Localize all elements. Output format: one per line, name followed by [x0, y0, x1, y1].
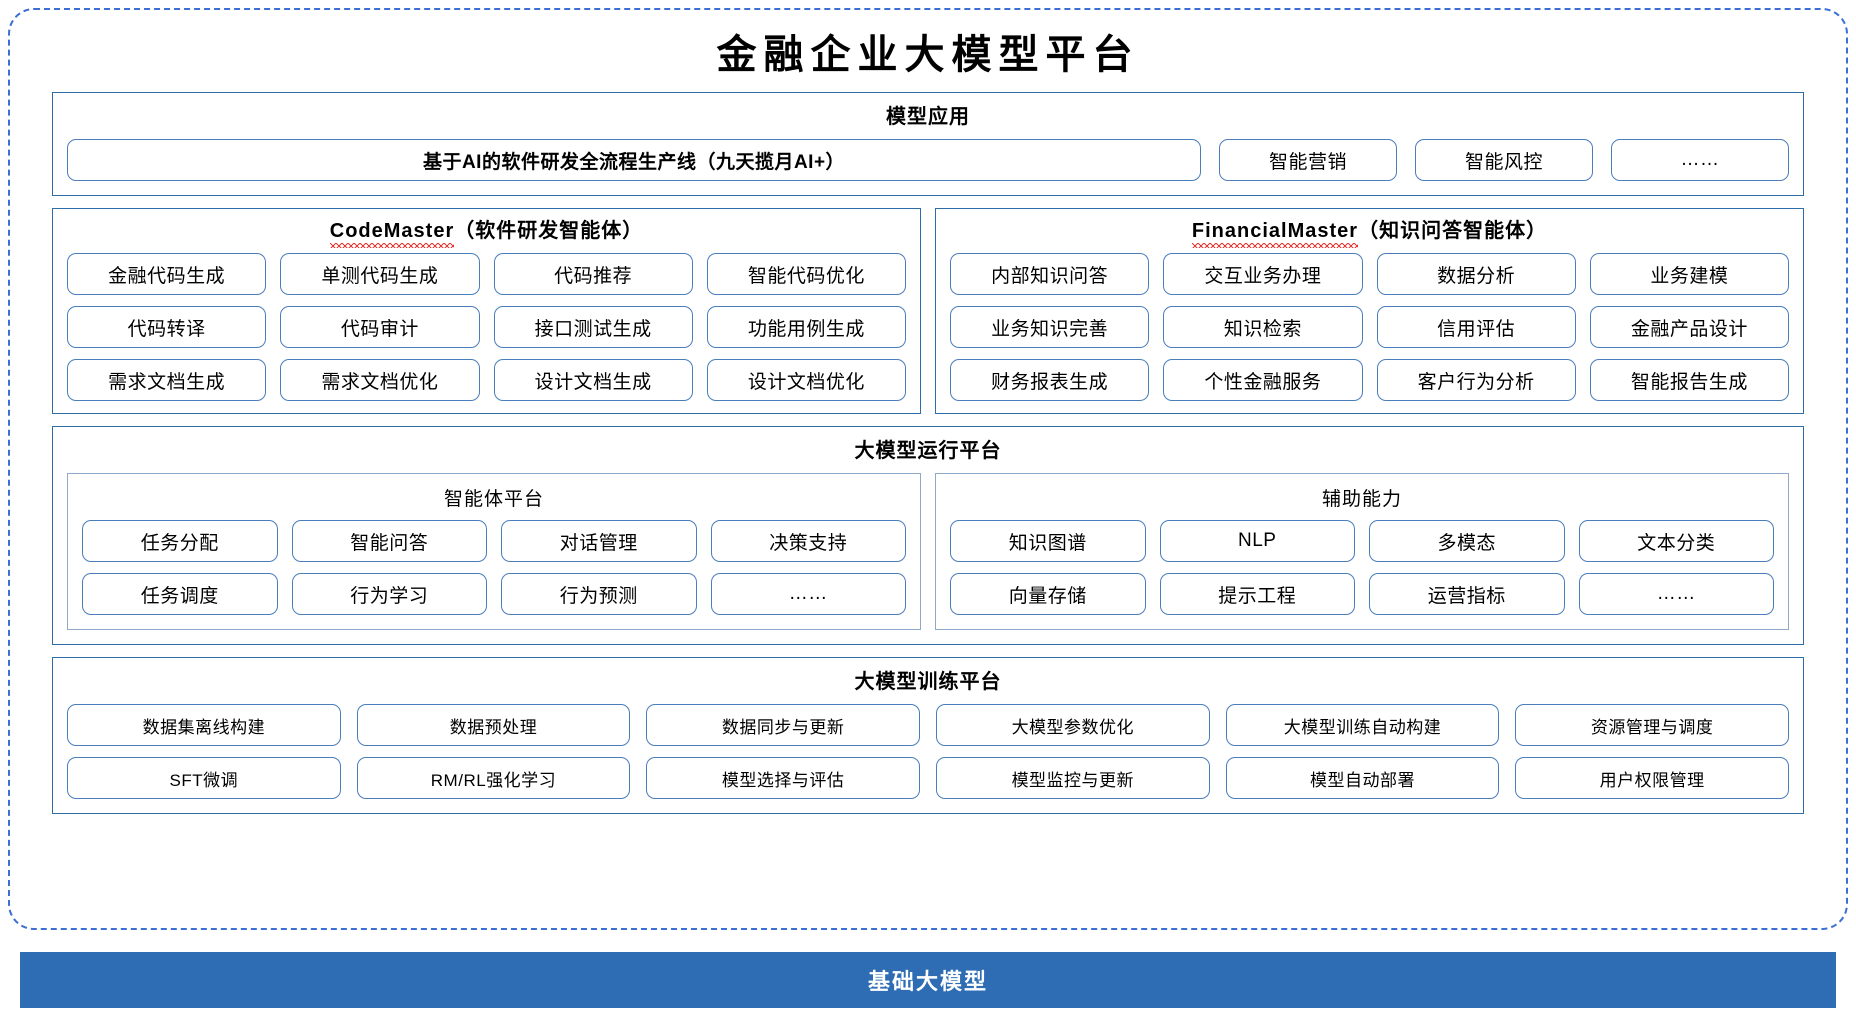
base-model-bar: 基础大模型: [20, 952, 1836, 1008]
panel-financialmaster: FinancialMaster（知识问答智能体） 内部知识问答 交互业务办理 数…: [935, 208, 1804, 414]
panel-codemaster: CodeMaster（软件研发智能体） 金融代码生成 单测代码生成 代码推荐 智…: [52, 208, 921, 414]
financialmaster-tile-1[interactable]: 交互业务办理: [1163, 253, 1363, 295]
subpanel-title-auxiliary-capability: 辅助能力: [1321, 489, 1402, 510]
training-tile-4[interactable]: 大模型训练自动构建: [1225, 704, 1500, 746]
codemaster-tile-4[interactable]: 代码转译: [67, 306, 267, 348]
financialmaster-tile-5[interactable]: 知识检索: [1163, 306, 1363, 348]
training-tile-6[interactable]: SFT微调: [67, 757, 341, 799]
financialmaster-tile-11[interactable]: 智能报告生成: [1589, 359, 1789, 401]
page-title: 金融企业大模型平台: [716, 32, 1140, 77]
subpanel-title-agent-platform: 智能体平台: [443, 489, 544, 510]
app-tile-2[interactable]: ……: [1611, 139, 1789, 181]
panel-title-runtime-platform: 大模型运行平台: [854, 440, 1002, 462]
agent-platform-tile-4[interactable]: 任务调度: [82, 573, 278, 615]
codemaster-tile-10[interactable]: 设计文档生成: [493, 359, 693, 401]
runtime-subpanels: 智能体平台 任务分配 智能问答 对话管理 决策支持 任务调度 行为学习 行为预测…: [67, 473, 1789, 630]
training-tile-1[interactable]: 数据预处理: [356, 704, 631, 746]
financialmaster-tile-0[interactable]: 内部知识问答: [950, 253, 1150, 295]
financialmaster-tile-7[interactable]: 金融产品设计: [1589, 306, 1789, 348]
panel-runtime-platform: 大模型运行平台 智能体平台 任务分配 智能问答 对话管理 决策支持 任务调度 行…: [52, 426, 1804, 645]
app-tile-0[interactable]: 智能营销: [1219, 139, 1397, 181]
training-tile-3[interactable]: 大模型参数优化: [935, 704, 1210, 746]
codemaster-tile-2[interactable]: 代码推荐: [493, 253, 693, 295]
panel-title-model-application: 模型应用: [886, 106, 970, 128]
agents-row: CodeMaster（软件研发智能体） 金融代码生成 单测代码生成 代码推荐 智…: [52, 208, 1804, 414]
app-tile-primary[interactable]: 基于AI的软件研发全流程生产线（九天揽月AI+）: [67, 139, 1201, 181]
codemaster-suffix-label: （软件研发智能体）: [454, 220, 644, 242]
auxiliary-tile-2[interactable]: 多模态: [1369, 520, 1565, 562]
outer-dashed-frame: 金融企业大模型平台 模型应用 基于AI的软件研发全流程生产线（九天揽月AI+） …: [8, 8, 1848, 930]
training-tile-9[interactable]: 模型监控与更新: [935, 757, 1210, 799]
panel-title-codemaster: CodeMaster（软件研发智能体）: [67, 217, 906, 253]
agent-platform-tile-3[interactable]: 决策支持: [710, 520, 906, 562]
financialmaster-tile-3[interactable]: 业务建模: [1589, 253, 1789, 295]
panel-title-training-platform: 大模型训练平台: [854, 671, 1002, 693]
financialmaster-tile-10[interactable]: 客户行为分析: [1376, 359, 1576, 401]
agent-platform-tile-7[interactable]: ……: [710, 573, 906, 615]
training-tile-grid: 数据集离线构建 数据预处理 数据同步与更新 大模型参数优化 大模型训练自动构建 …: [67, 704, 1789, 799]
auxiliary-tile-1[interactable]: NLP: [1159, 520, 1355, 562]
training-tile-0[interactable]: 数据集离线构建: [67, 704, 341, 746]
auxiliary-tile-3[interactable]: 文本分类: [1578, 520, 1774, 562]
financialmaster-tile-2[interactable]: 数据分析: [1376, 253, 1576, 295]
auxiliary-tile-6[interactable]: 运营指标: [1369, 573, 1565, 615]
auxiliary-tile-5[interactable]: 提示工程: [1159, 573, 1355, 615]
panel-title-financialmaster: FinancialMaster（知识问答智能体）: [950, 217, 1789, 253]
subpanel-agent-platform: 智能体平台 任务分配 智能问答 对话管理 决策支持 任务调度 行为学习 行为预测…: [67, 473, 921, 630]
financialmaster-tile-9[interactable]: 个性金融服务: [1163, 359, 1363, 401]
training-tile-11[interactable]: 用户权限管理: [1515, 757, 1789, 799]
auxiliary-tile-0[interactable]: 知识图谱: [950, 520, 1146, 562]
codemaster-latin-label: CodeMaster: [329, 220, 455, 248]
training-tile-10[interactable]: 模型自动部署: [1225, 757, 1500, 799]
app-tile-1[interactable]: 智能风控: [1415, 139, 1593, 181]
financialmaster-latin-label: FinancialMaster: [1191, 220, 1359, 248]
auxiliary-tile-7[interactable]: ……: [1578, 573, 1774, 615]
auxiliary-tile-4[interactable]: 向量存储: [950, 573, 1146, 615]
agent-platform-tile-0[interactable]: 任务分配: [82, 520, 278, 562]
financialmaster-tile-8[interactable]: 财务报表生成: [950, 359, 1150, 401]
panel-training-platform: 大模型训练平台 数据集离线构建 数据预处理 数据同步与更新 大模型参数优化 大模…: [52, 657, 1804, 814]
training-tile-8[interactable]: 模型选择与评估: [646, 757, 920, 799]
codemaster-tile-grid: 金融代码生成 单测代码生成 代码推荐 智能代码优化 代码转译 代码审计 接口测试…: [67, 253, 906, 401]
agent-platform-tile-grid: 任务分配 智能问答 对话管理 决策支持 任务调度 行为学习 行为预测 ……: [82, 520, 906, 615]
agent-platform-tile-6[interactable]: 行为预测: [501, 573, 697, 615]
codemaster-tile-1[interactable]: 单测代码生成: [280, 253, 480, 295]
codemaster-tile-6[interactable]: 接口测试生成: [493, 306, 693, 348]
codemaster-tile-3[interactable]: 智能代码优化: [706, 253, 906, 295]
agent-platform-tile-5[interactable]: 行为学习: [291, 573, 487, 615]
subpanel-auxiliary-capability: 辅助能力 知识图谱 NLP 多模态 文本分类 向量存储 提示工程 运营指标 ……: [935, 473, 1789, 630]
financialmaster-tile-6[interactable]: 信用评估: [1376, 306, 1576, 348]
agent-platform-tile-2[interactable]: 对话管理: [501, 520, 697, 562]
application-row: 基于AI的软件研发全流程生产线（九天揽月AI+） 智能营销 智能风控 ……: [67, 139, 1789, 181]
codemaster-tile-8[interactable]: 需求文档生成: [67, 359, 267, 401]
codemaster-tile-0[interactable]: 金融代码生成: [67, 253, 267, 295]
codemaster-tile-11[interactable]: 设计文档优化: [706, 359, 906, 401]
panel-model-application: 模型应用 基于AI的软件研发全流程生产线（九天揽月AI+） 智能营销 智能风控 …: [52, 92, 1804, 196]
training-tile-2[interactable]: 数据同步与更新: [646, 704, 920, 746]
codemaster-tile-5[interactable]: 代码审计: [280, 306, 480, 348]
agent-platform-tile-1[interactable]: 智能问答: [291, 520, 487, 562]
training-tile-7[interactable]: RM/RL强化学习: [356, 757, 631, 799]
codemaster-tile-9[interactable]: 需求文档优化: [280, 359, 480, 401]
codemaster-tile-7[interactable]: 功能用例生成: [706, 306, 906, 348]
financialmaster-suffix-label: （知识问答智能体）: [1358, 220, 1548, 242]
financialmaster-tile-4[interactable]: 业务知识完善: [950, 306, 1150, 348]
financialmaster-tile-grid: 内部知识问答 交互业务办理 数据分析 业务建模 业务知识完善 知识检索 信用评估…: [950, 253, 1789, 401]
training-tile-5[interactable]: 资源管理与调度: [1515, 704, 1789, 746]
auxiliary-capability-tile-grid: 知识图谱 NLP 多模态 文本分类 向量存储 提示工程 运营指标 ……: [950, 520, 1774, 615]
